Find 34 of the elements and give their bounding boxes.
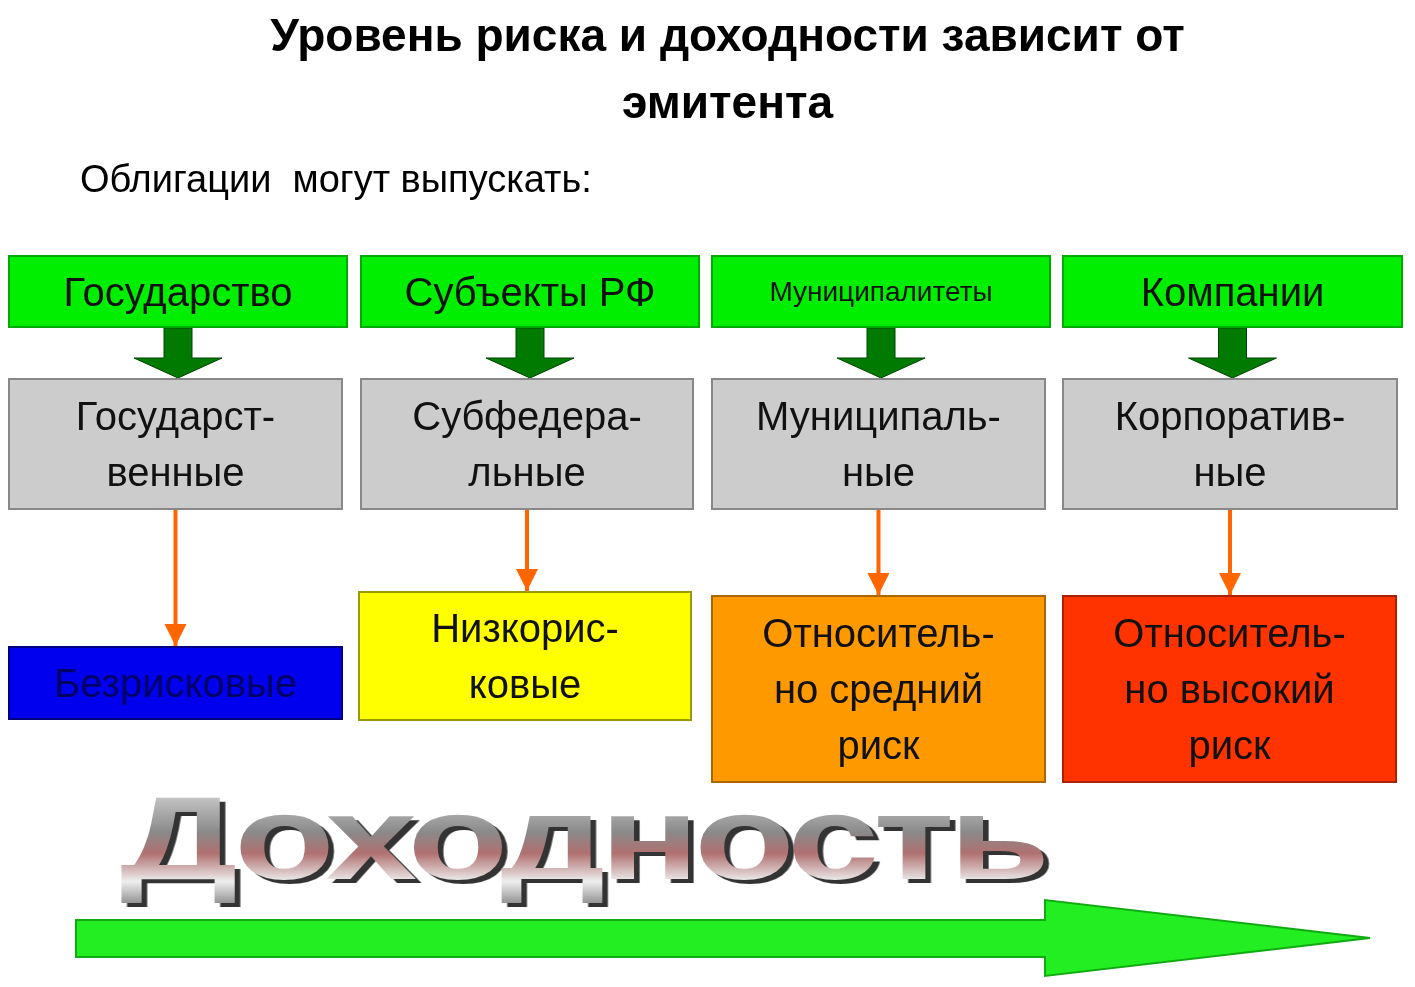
category-label: Государст- венные xyxy=(74,393,277,496)
arrow xyxy=(164,510,187,646)
category-label: Государство xyxy=(63,268,293,316)
category-label: Относитель- но высокий риск xyxy=(1112,610,1347,769)
arrow xyxy=(836,327,926,379)
category-box xyxy=(8,255,348,328)
arrow xyxy=(485,327,575,379)
arrow xyxy=(516,510,538,591)
category-box xyxy=(711,378,1046,510)
category-label: Муниципалитеты xyxy=(769,274,993,309)
category-label: Субфедера- льные xyxy=(411,393,643,496)
category-box xyxy=(8,378,343,510)
category-box xyxy=(360,255,700,328)
category-box xyxy=(360,378,694,510)
category-box xyxy=(358,591,692,721)
category-label: Относитель- но средний риск xyxy=(761,610,996,769)
category-box xyxy=(8,646,343,720)
category-box xyxy=(711,595,1046,783)
category-box xyxy=(711,255,1051,328)
arrow xyxy=(133,327,223,379)
category-label: Компании xyxy=(1140,268,1325,316)
arrow xyxy=(1188,327,1277,379)
category-label: Низкорис- ковые xyxy=(430,605,620,708)
arrow xyxy=(1219,510,1241,595)
arrow xyxy=(867,510,890,595)
category-label: Муниципаль- ные xyxy=(755,393,1002,496)
category-label: Субъекты РФ xyxy=(404,268,656,316)
title: Уровень риска и доходности зависит от эмитента xyxy=(269,8,1186,130)
category-box xyxy=(1062,378,1398,510)
category-box xyxy=(1062,255,1403,328)
category-label: Безрисковые xyxy=(54,660,297,707)
subtitle: Облигации могут выпускать: xyxy=(80,158,592,201)
category-label: Корпоратив- ные xyxy=(1113,393,1347,496)
category-box xyxy=(1062,595,1397,783)
